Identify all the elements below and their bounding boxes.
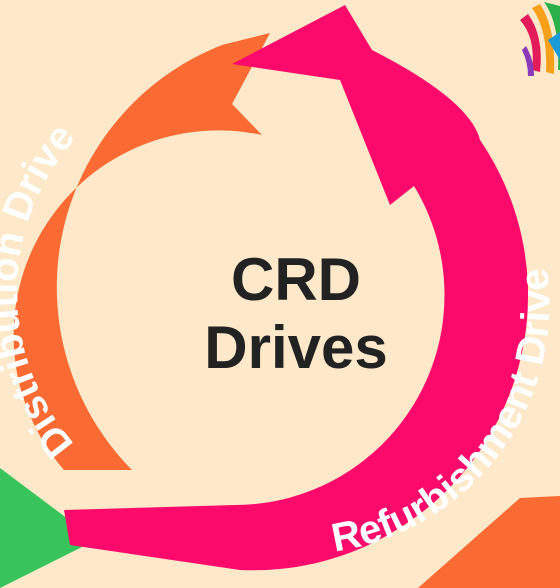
refurbishment-drive-arrow bbox=[64, 5, 529, 571]
center-title-line2: Drives bbox=[204, 314, 387, 381]
green-corner-shape bbox=[0, 468, 96, 588]
distribution-drive-arrow bbox=[13, 33, 270, 470]
orange-corner-shape bbox=[418, 496, 560, 588]
logo-icon bbox=[520, 2, 560, 76]
center-title-line1: CRD bbox=[231, 246, 361, 313]
